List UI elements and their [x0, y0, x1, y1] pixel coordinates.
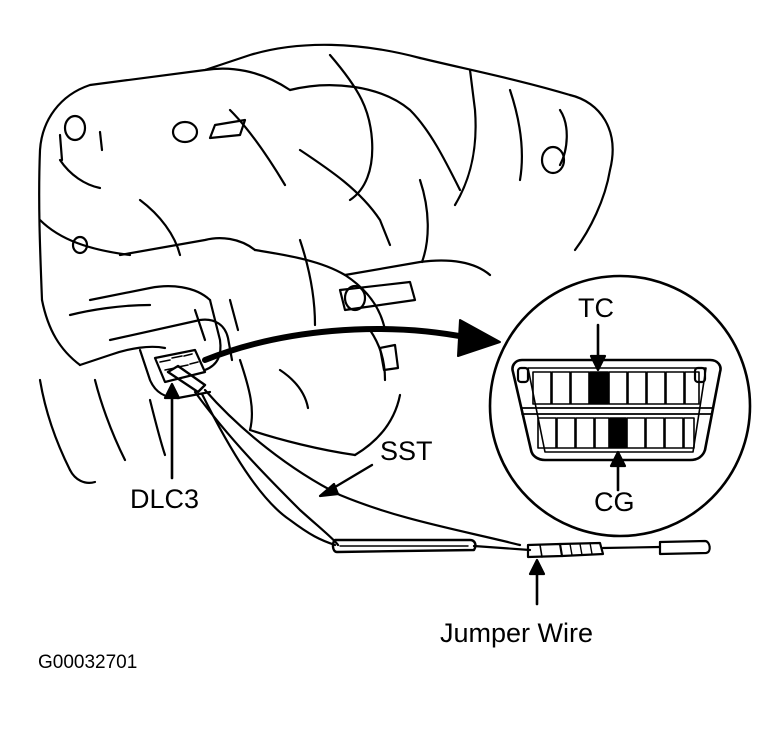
zoom-circle: [488, 274, 752, 538]
sst-cables: [193, 388, 711, 559]
cg-label: CG: [594, 487, 635, 517]
dlc3-label: DLC3: [130, 484, 200, 514]
figure-id: G00032701: [38, 652, 138, 673]
dlc3-connector: [153, 348, 207, 394]
dashboard-knobs: [58, 114, 566, 372]
zoom-arrow: [202, 319, 501, 363]
sst-label: SST: [380, 436, 433, 466]
jumper-wire-label: Jumper Wire: [440, 618, 594, 648]
dashboard-outline: [38, 43, 614, 484]
tc-label: TC: [578, 293, 614, 323]
